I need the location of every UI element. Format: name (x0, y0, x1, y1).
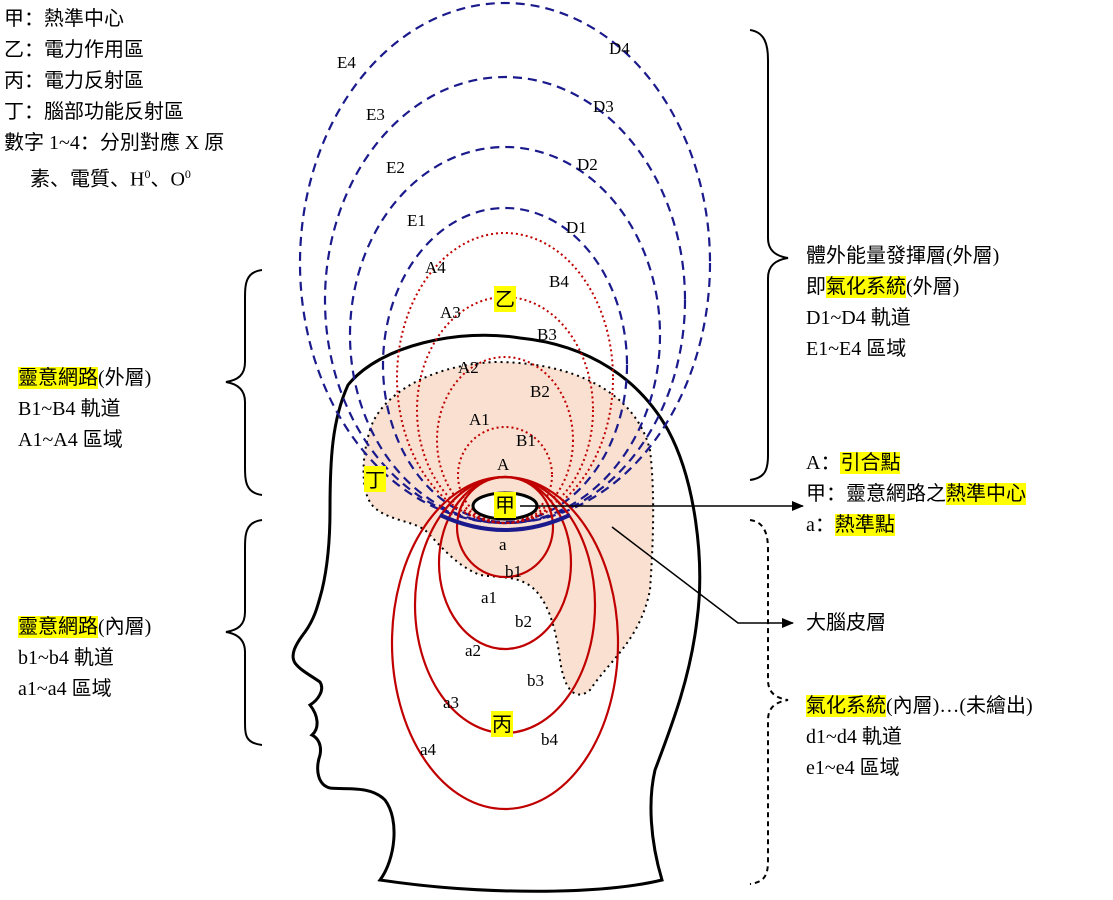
brace-right-inner (749, 519, 789, 885)
orbit-d4 (298, 1, 712, 525)
label-d2: D2 (577, 155, 598, 174)
jia-highlight (494, 492, 516, 518)
head-outline (291, 333, 702, 893)
brace-right-outer (749, 29, 789, 481)
left-inner-block: 靈意網路(內層) b1~b4 軌道 a1~a4 區域 (18, 612, 151, 705)
right-inner-block: 氣化系統(內層)…(未繪出) d1~d4 軌道 e1~e4 區域 (806, 691, 1033, 784)
label-d4: D4 (609, 39, 630, 58)
label-b3: B3 (537, 325, 557, 344)
label-b4: B4 (549, 272, 569, 291)
label-jia: 甲 (495, 495, 515, 517)
heat-center-base (439, 513, 571, 532)
left-outer-orbits: B1~B4 軌道 (18, 398, 121, 420)
label-lower-b2: b2 (515, 612, 532, 631)
label-lower-a3: a3 (443, 693, 459, 712)
left-outer-title: 靈意網路(外層) (18, 367, 152, 389)
outer-energy-orbits (298, 1, 712, 525)
left-inner-title: 靈意網路(內層) (18, 616, 152, 638)
label-lower-a4: a4 (420, 740, 437, 759)
label-lower-b3: b3 (527, 671, 544, 690)
right-outer-system: 即氣化系統(外層) (806, 276, 960, 298)
orbit-d2 (348, 145, 662, 525)
label-a1: A1 (469, 410, 490, 429)
legend-jia: 甲：熱準中心 (4, 8, 124, 30)
label-lower-a1: a1 (481, 588, 497, 607)
right-inner-orbits: d1~d4 軌道 (806, 726, 902, 748)
legend-numbers: 數字 1~4：分別對應 X 原 (4, 132, 225, 154)
heat-point-label: a：熱準點 (806, 514, 895, 536)
right-outer-orbits: D1~D4 軌道 (806, 307, 911, 329)
label-d3: D3 (593, 97, 614, 116)
right-outer-title: 體外能量發揮層(外層) (806, 245, 1000, 267)
legend-bing: 丙：電力反射區 (4, 70, 144, 92)
legend: 甲：熱準中心 乙：電力作用區 丙：電力反射區 丁：腦部功能反射區 數字 1~4：… (4, 4, 224, 196)
cortex-label: 大腦皮層 (806, 612, 886, 634)
label-lower-a: a (499, 535, 507, 554)
label-ding: 丁 (365, 470, 385, 492)
right-outer-block: 體外能量發揮層(外層) 即氣化系統(外層) D1~D4 軌道 E1~E4 區域 (806, 241, 999, 365)
right-inner-zones: e1~e4 區域 (806, 757, 900, 779)
label-e1: E1 (407, 211, 426, 230)
label-e4: E4 (337, 53, 356, 72)
orbit-b2 (436, 356, 574, 524)
legend-yi: 乙：電力作用區 (4, 39, 144, 61)
left-inner-zones: a1~a4 區域 (18, 678, 112, 700)
label-lower-b1: b1 (505, 562, 522, 581)
spirit-network-outer-orbits (396, 232, 614, 524)
label-lower-a2: a2 (465, 641, 481, 660)
heat-center-description: 甲：靈意網路之熱準中心 (806, 483, 1026, 505)
right-mid-block: A：引合點 甲：靈意網路之熱準中心 a：熱準點 (806, 448, 1026, 541)
orbit-b4 (396, 232, 614, 524)
label-b2: B2 (530, 382, 550, 401)
yi-highlight (494, 286, 516, 312)
label-a-point: A (497, 455, 510, 474)
label-a4: A4 (425, 258, 446, 277)
bing-highlight (491, 711, 513, 737)
legend-ding: 丁：腦部功能反射區 (4, 101, 184, 123)
left-inner-orbits: b1~b4 軌道 (18, 647, 114, 669)
orbit-b1 (457, 426, 553, 524)
label-a2: A2 (458, 358, 479, 377)
label-e2: E2 (386, 158, 405, 177)
orbit-labels: E4 E3 E2 E1 D4 D3 D2 D1 A4 A3 A2 A1 A B4… (337, 39, 630, 759)
orbit-d1 (381, 206, 629, 524)
left-outer-zones: A1~A4 區域 (18, 429, 123, 451)
brace-left-outer (225, 269, 263, 496)
brace-left-inner (225, 519, 263, 746)
legend-numbers-cont: 素、電質、H0、O0 (30, 167, 191, 191)
arrow-cortex (611, 526, 794, 628)
label-lower-b4: b4 (541, 730, 559, 749)
label-d1: D1 (566, 218, 587, 237)
label-a3: A3 (440, 303, 461, 322)
label-b1: B1 (516, 431, 536, 450)
attraction-point-label: A：引合點 (806, 452, 901, 474)
label-bing: 丙 (492, 714, 512, 736)
label-e3: E3 (366, 105, 385, 124)
right-outer-zones: E1~E4 區域 (806, 338, 907, 360)
label-yi: 乙 (495, 289, 515, 311)
orbit-b3 (416, 296, 594, 524)
ding-highlight (364, 466, 386, 492)
orbit-inner-b4 (390, 475, 620, 811)
right-inner-title: 氣化系統(內層)…(未繪出) (806, 695, 1033, 717)
left-outer-block: 靈意網路(外層) B1~B4 軌道 A1~A4 區域 (18, 363, 151, 456)
